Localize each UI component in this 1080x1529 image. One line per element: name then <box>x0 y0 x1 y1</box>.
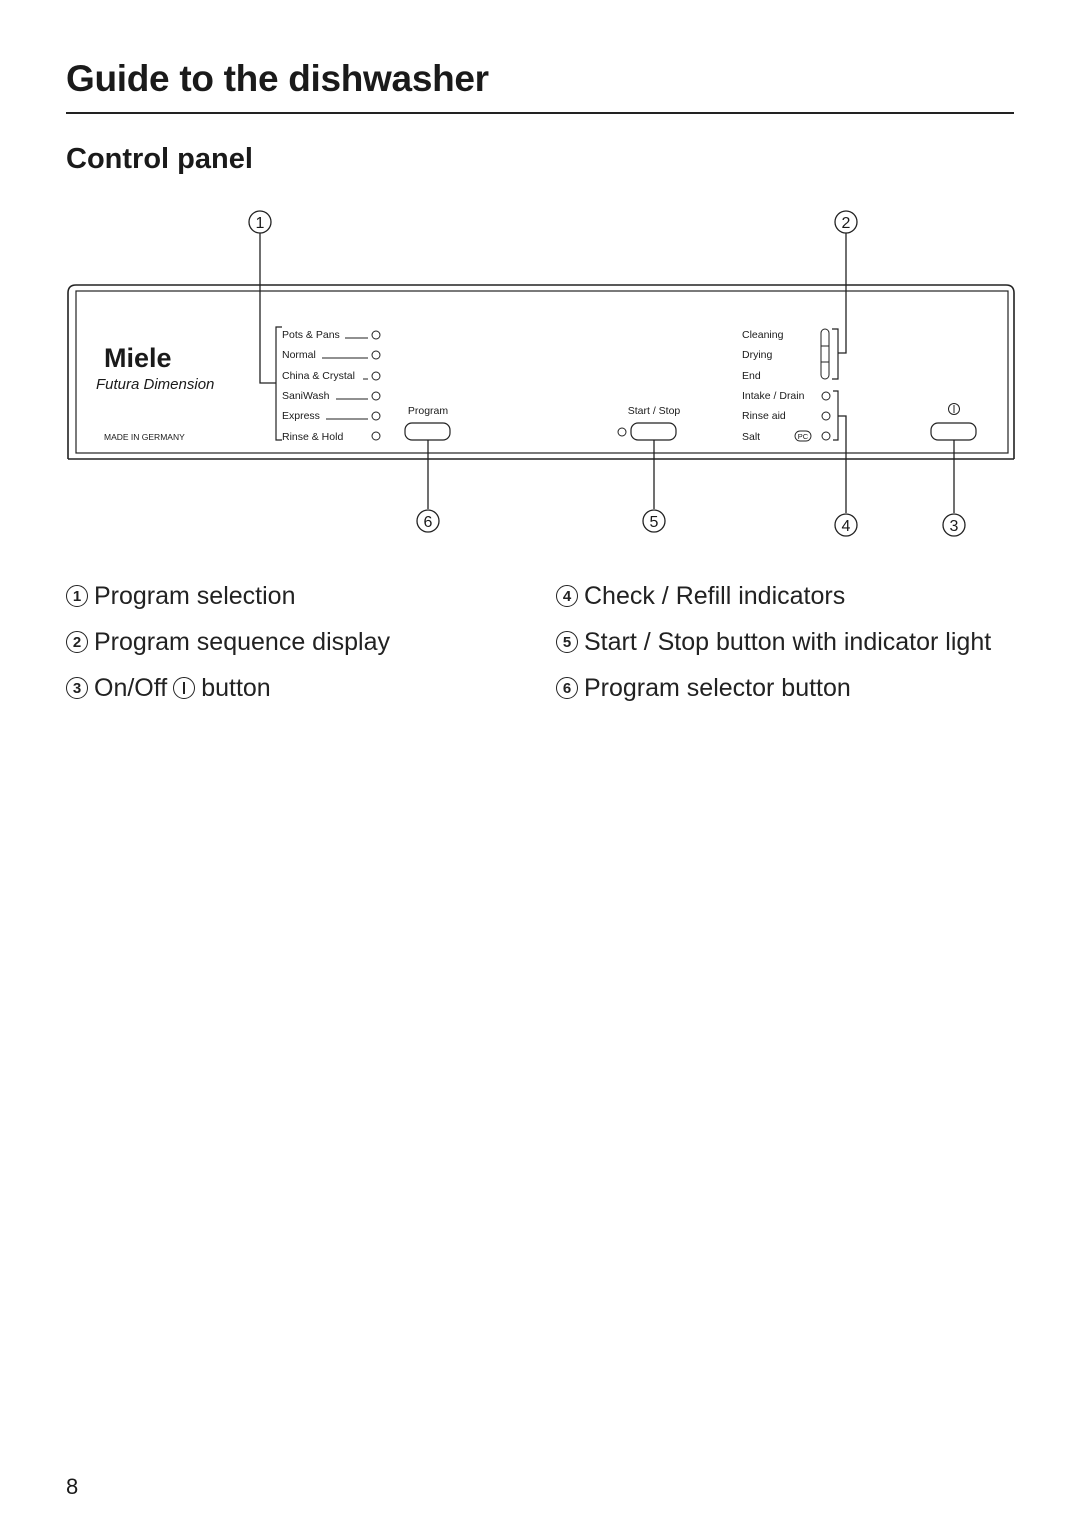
legend-number-5: 5 <box>556 631 578 653</box>
program-item-pots-pans: Pots & Pans <box>282 329 340 341</box>
program-item-rinse-hold: Rinse & Hold <box>282 431 343 443</box>
sequence-end: End <box>742 370 761 382</box>
program-led <box>371 391 381 401</box>
callout-1: 1 <box>248 210 276 384</box>
legend-text-2: Program sequence display <box>94 627 390 656</box>
callout-3: 3 <box>942 513 966 537</box>
legend-number-6: 6 <box>556 677 578 699</box>
legend-item-1: 1 Program selection <box>66 573 390 619</box>
legend-left: 1 Program selection 2 Program sequence d… <box>66 573 390 711</box>
program-item-express: Express <box>282 410 320 422</box>
salt-symbol-text: PC <box>798 432 809 441</box>
futura-dimension-logo: Futura Dimension <box>96 376 214 393</box>
start-stop-label: Start / Stop <box>628 405 681 417</box>
legend-number-4: 4 <box>556 585 578 607</box>
check-refill-indicators: Intake / Drain Rinse aid Salt PC <box>742 390 847 513</box>
callout-5: 5 <box>642 509 666 533</box>
on-off-button[interactable] <box>930 422 977 441</box>
program-button[interactable] <box>404 422 451 441</box>
legend-number-1: 1 <box>66 585 88 607</box>
program-item-saniwash: SaniWash <box>282 390 330 402</box>
program-button-label: Program <box>408 405 449 417</box>
control-panel-diagram: 1 2 Miele Futura Dimension MADE IN GERMA… <box>67 210 1015 537</box>
start-stop-indicator-light <box>617 427 627 437</box>
sequence-cleaning: Cleaning <box>742 329 784 341</box>
callout-3-number: 3 <box>950 518 959 535</box>
callout-2-number: 2 <box>842 215 851 232</box>
legend-number-2: 2 <box>66 631 88 653</box>
program-led <box>371 330 381 340</box>
callout-1-number: 1 <box>256 215 265 232</box>
indicator-rinse-aid: Rinse aid <box>742 410 786 422</box>
program-item-china-crystal: China & Crystal <box>282 370 355 382</box>
made-in-label: MADE IN GERMANY <box>104 432 185 442</box>
program-list: Pots & Pans Normal China & Crystal SaniW… <box>282 329 381 443</box>
power-icon <box>948 403 960 415</box>
legend-text-6: Program selector button <box>584 673 851 702</box>
control-panel <box>67 284 1015 460</box>
sequence-drying: Drying <box>742 349 773 361</box>
callout-2: 2 <box>834 210 858 354</box>
legend-text-4: Check / Refill indicators <box>584 581 846 610</box>
legend-text-3b: button <box>201 673 271 702</box>
page-number: 8 <box>66 1474 79 1499</box>
indicator-intake-drain: Intake / Drain <box>742 390 805 402</box>
program-item-normal: Normal <box>282 349 316 361</box>
legend-number-3: 3 <box>66 677 88 699</box>
start-stop-button[interactable] <box>630 422 677 441</box>
legend-text-1: Program selection <box>94 581 296 610</box>
callout-6-number: 6 <box>424 514 433 531</box>
section-title: Control panel <box>66 143 253 175</box>
legend-item-2: 2 Program sequence display <box>66 619 390 665</box>
indicator-salt: Salt <box>742 431 760 443</box>
callout-4: 4 <box>834 513 858 537</box>
legend-text-3a: On/Off <box>94 673 168 702</box>
legend-item-5: 5 Start / Stop button with indicator lig… <box>556 619 991 665</box>
program-led <box>371 411 381 421</box>
sequence-display: Cleaning Drying End <box>742 328 839 382</box>
legend-item-4: 4 Check / Refill indicators <box>556 573 991 619</box>
legend-right: 4 Check / Refill indicators 5 Start / St… <box>556 573 991 711</box>
callout-6: 6 <box>416 509 440 533</box>
program-led <box>371 371 381 381</box>
miele-logo: Miele <box>104 343 172 373</box>
program-led <box>371 431 381 441</box>
title-divider <box>66 112 1014 114</box>
callout-5-number: 5 <box>650 514 659 531</box>
legend-text-5: Start / Stop button with indicator light <box>584 627 992 656</box>
page-title: Guide to the dishwasher <box>66 58 489 99</box>
legend-item-6: 6 Program selector button <box>556 665 991 711</box>
program-led <box>371 350 381 360</box>
power-icon <box>173 677 196 699</box>
salt-symbol-icon <box>794 430 812 442</box>
legend-item-3: 3 On/Off button <box>66 665 390 711</box>
callout-4-number: 4 <box>842 518 851 535</box>
